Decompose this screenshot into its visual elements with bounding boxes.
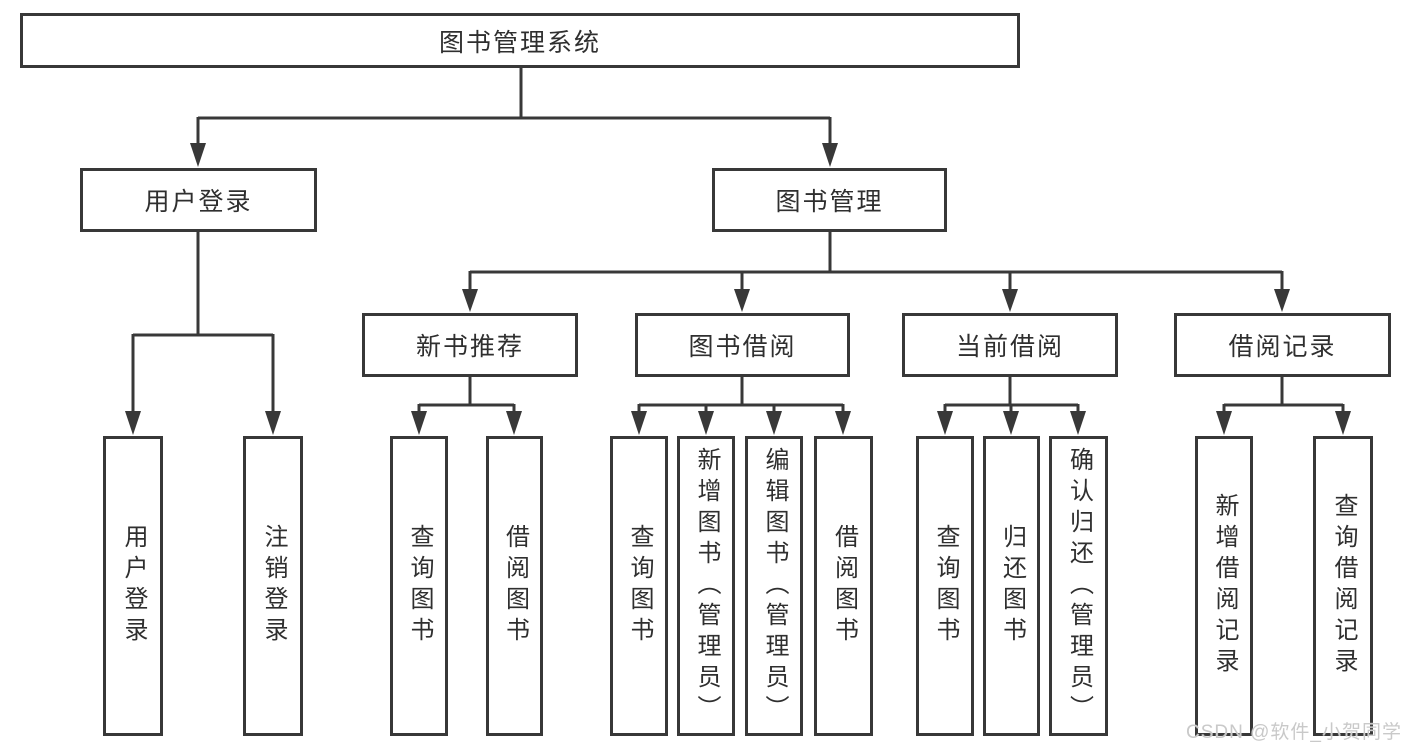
node-book-borrow: 图书借阅 xyxy=(635,313,850,377)
arrow-leaf-cb3 xyxy=(1070,411,1086,435)
leaf-query-books-2: 查询图书 xyxy=(610,436,668,736)
arrow-leaf-br1 xyxy=(1216,411,1232,435)
node-book-management: 图书管理 xyxy=(712,168,947,232)
leaf-query-books-3: 查询图书 xyxy=(916,436,974,736)
leaf-add-books-admin: 新增图书（管理员） xyxy=(677,436,735,736)
leaf-confirm-return-admin: 确认归还（管理员） xyxy=(1049,436,1108,736)
arrow-leaf-bb1 xyxy=(631,411,647,435)
leaf-user-login-label: 用户登录 xyxy=(120,524,147,648)
node-user-login: 用户登录 xyxy=(80,168,317,232)
leaf-query-books-2-label: 查询图书 xyxy=(626,524,653,648)
leaf-query-books-1: 查询图书 xyxy=(390,436,448,736)
leaf-add-borrow-record: 新增借阅记录 xyxy=(1195,436,1253,736)
arrow-current-borrow xyxy=(1002,289,1018,312)
leaf-query-borrow-record: 查询借阅记录 xyxy=(1313,436,1373,736)
leaf-user-login: 用户登录 xyxy=(103,436,163,736)
arrow-leaf-cb2 xyxy=(1003,411,1019,435)
csdn-watermark: CSDN @软件_小贺同学 xyxy=(1186,722,1402,743)
arrow-user-login xyxy=(190,143,206,167)
leaf-confirm-return-admin-label: 确认归还（管理员） xyxy=(1065,446,1093,726)
arrow-book-mgmt xyxy=(822,143,838,167)
node-library-management-system: 图书管理系统 xyxy=(20,13,1020,68)
leaf-logout-label: 注销登录 xyxy=(260,524,287,648)
leaf-return-books-label: 归还图书 xyxy=(998,524,1026,648)
leaf-query-books-3-label: 查询图书 xyxy=(932,524,959,648)
arrow-leaf-bb2 xyxy=(698,411,714,435)
leaf-return-books: 归还图书 xyxy=(983,436,1040,736)
arrow-leaf-cb1 xyxy=(937,411,953,435)
arrow-leaf-logout xyxy=(265,411,281,435)
arrow-borrow-records xyxy=(1274,289,1290,312)
node-current-borrow: 当前借阅 xyxy=(902,313,1118,377)
arrow-leaf-br2 xyxy=(1335,411,1351,435)
leaf-borrow-books-1-label: 借阅图书 xyxy=(501,524,529,648)
leaf-edit-books-admin-label: 编辑图书（管理员） xyxy=(761,446,788,726)
leaf-borrow-books-2-label: 借阅图书 xyxy=(830,524,858,648)
node-new-book-recommend: 新书推荐 xyxy=(362,313,578,377)
leaf-borrow-books-2: 借阅图书 xyxy=(814,436,873,736)
arrow-leaf-ns1 xyxy=(411,411,427,435)
leaf-edit-books-admin: 编辑图书（管理员） xyxy=(745,436,803,736)
arrow-new-books xyxy=(462,289,478,312)
leaf-logout: 注销登录 xyxy=(243,436,303,736)
leaf-add-books-admin-label: 新增图书（管理员） xyxy=(693,446,720,726)
leaf-borrow-books-1: 借阅图书 xyxy=(486,436,543,736)
leaf-query-borrow-record-label: 查询借阅记录 xyxy=(1330,493,1357,679)
arrow-leaf-ns2 xyxy=(506,411,522,435)
leaf-query-books-1-label: 查询图书 xyxy=(406,524,433,648)
arrow-leaf-bb3 xyxy=(766,411,782,435)
leaf-add-borrow-record-label: 新增借阅记录 xyxy=(1211,493,1238,679)
arrow-book-borrow xyxy=(734,289,750,312)
node-borrow-records: 借阅记录 xyxy=(1174,313,1391,377)
arrow-leaf-login xyxy=(125,411,141,435)
arrow-leaf-bb4 xyxy=(835,411,851,435)
